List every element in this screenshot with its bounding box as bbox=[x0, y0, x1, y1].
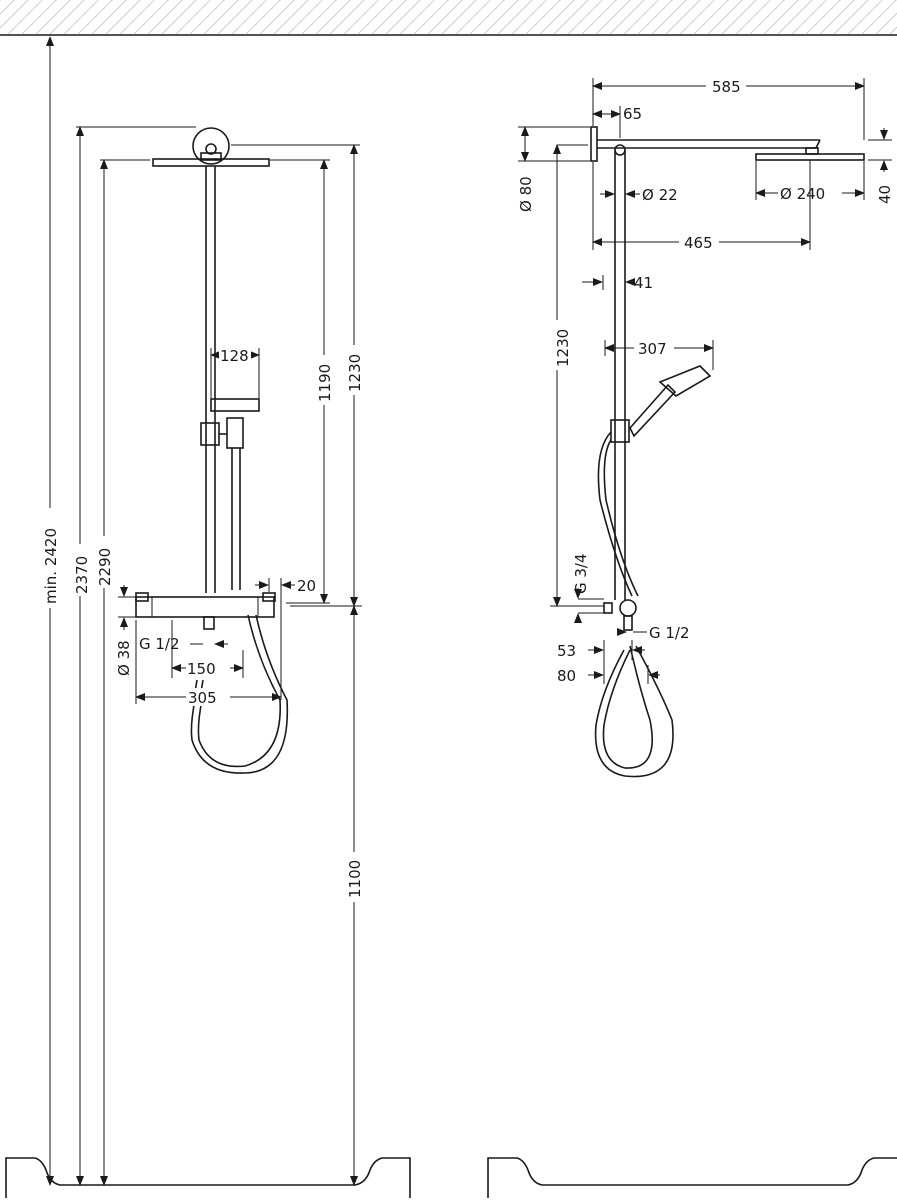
side-view: 585 65 Ø 80 Ø 22 Ø 240 40 465 bbox=[517, 77, 894, 778]
head-shower-mount bbox=[192, 127, 230, 165]
dim-g12-front: G 1/2 bbox=[139, 635, 180, 653]
dim-1100: 1100 bbox=[346, 860, 364, 898]
dim-20: 20 bbox=[297, 577, 316, 595]
dim-d240: Ø 240 bbox=[780, 185, 825, 203]
dim-d22: Ø 22 bbox=[642, 186, 678, 204]
side-head-shower bbox=[755, 153, 865, 161]
dim-150: 150 bbox=[187, 660, 216, 678]
dim-g34: G 3/4 bbox=[572, 553, 590, 594]
floor-right bbox=[487, 1157, 897, 1198]
dim-465: 465 bbox=[684, 234, 713, 252]
dim-307: 307 bbox=[638, 340, 667, 358]
dim-2290: 2290 bbox=[96, 548, 114, 586]
dim-305: 305 bbox=[188, 689, 217, 707]
dim-1230: 1230 bbox=[346, 354, 364, 392]
ceiling bbox=[0, 0, 897, 36]
dim-53: 53 bbox=[557, 642, 576, 660]
floor-left bbox=[5, 1157, 411, 1198]
side-hand-shower bbox=[658, 365, 712, 397]
front-view: min. 2420 2370 2290 1190 1230 1100 128 bbox=[40, 36, 364, 1186]
dim-d80: Ø 80 bbox=[517, 176, 535, 212]
thermostat bbox=[135, 596, 275, 618]
dim-41: 41 bbox=[634, 274, 653, 292]
dim-1190: 1190 bbox=[316, 364, 334, 402]
dim-min-2420: min. 2420 bbox=[42, 528, 60, 604]
dim-128: 128 bbox=[220, 347, 249, 365]
dim-40: 40 bbox=[876, 185, 894, 204]
dim-80-side: 80 bbox=[557, 667, 576, 685]
hand-shower bbox=[210, 398, 260, 412]
dim-2370: 2370 bbox=[73, 556, 91, 594]
dim-585: 585 bbox=[712, 78, 741, 96]
dim-g12-side: G 1/2 bbox=[649, 624, 690, 642]
head-shower-plate bbox=[152, 158, 270, 167]
dim-65: 65 bbox=[623, 105, 642, 123]
dim-1230-side: 1230 bbox=[554, 329, 572, 367]
wall-flange bbox=[590, 126, 598, 162]
dim-d38: Ø 38 bbox=[115, 640, 133, 676]
